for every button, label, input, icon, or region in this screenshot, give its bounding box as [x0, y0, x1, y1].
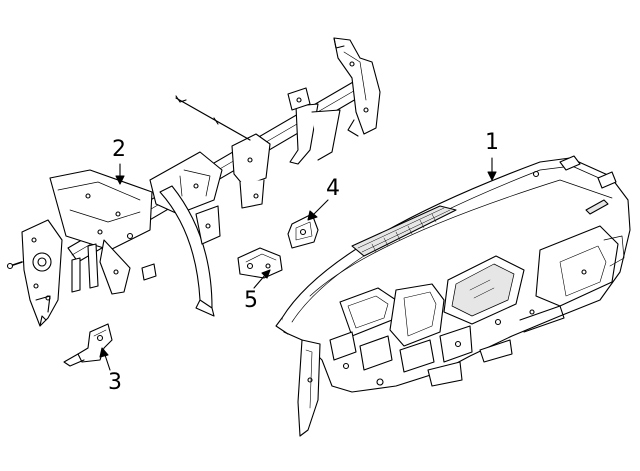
instrument-panel	[275, 155, 631, 437]
callout-1: 1	[485, 130, 499, 155]
leader-arrow-5	[253, 273, 267, 289]
callout-4: 4	[326, 176, 340, 201]
callout-5: 5	[244, 288, 258, 313]
bracket-part-3	[63, 323, 113, 367]
leader-arrows	[99, 157, 497, 371]
leader-arrow-4	[313, 199, 329, 215]
bracket-part-5	[237, 247, 283, 279]
callout-2: 2	[112, 137, 126, 162]
callout-3: 3	[108, 370, 122, 395]
bracket-part-4	[287, 213, 319, 249]
cross-car-beam	[6, 37, 381, 327]
